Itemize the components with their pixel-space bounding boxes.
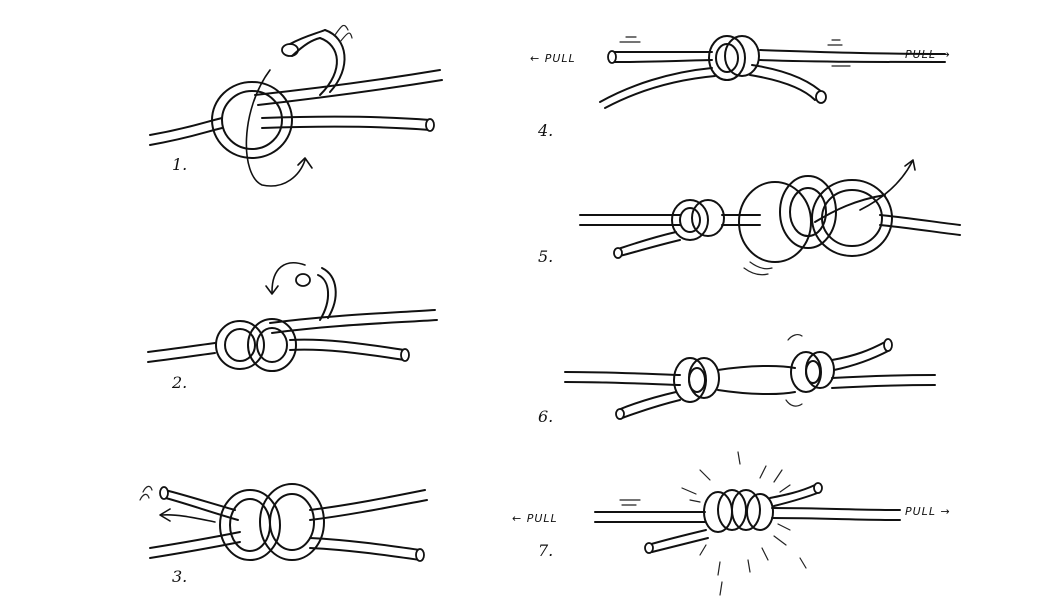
knot-step-4-icon	[599, 35, 946, 109]
step-label-4: 4.	[537, 121, 553, 140]
pull-label-right: PULL →	[905, 505, 951, 518]
step-label-1: 1.	[172, 155, 187, 174]
step-label-7: 7.	[538, 541, 553, 560]
knot-step-5-icon	[579, 175, 961, 263]
pull-label-right: PULL →	[905, 48, 951, 61]
knot-step-2-icon	[147, 267, 438, 372]
arrow-icon	[245, 69, 313, 187]
step-label-2: 2.	[171, 373, 187, 392]
pull-label-left: ← PULL	[530, 52, 576, 65]
step-label-6: 6.	[538, 407, 553, 426]
arrow-icon	[159, 508, 216, 523]
arrow-icon	[859, 159, 916, 211]
tension-burst-icon	[619, 451, 807, 596]
step-label-3: 3.	[172, 567, 187, 586]
knot-step-7-icon	[594, 482, 901, 554]
knot-step-3-icon	[149, 483, 428, 562]
arrow-icon	[265, 262, 306, 295]
knot-step-1-icon	[149, 29, 443, 159]
pull-label-left: ← PULL	[512, 512, 558, 525]
step-label-5: 5.	[538, 247, 553, 266]
knot-step-6-icon	[564, 338, 936, 420]
